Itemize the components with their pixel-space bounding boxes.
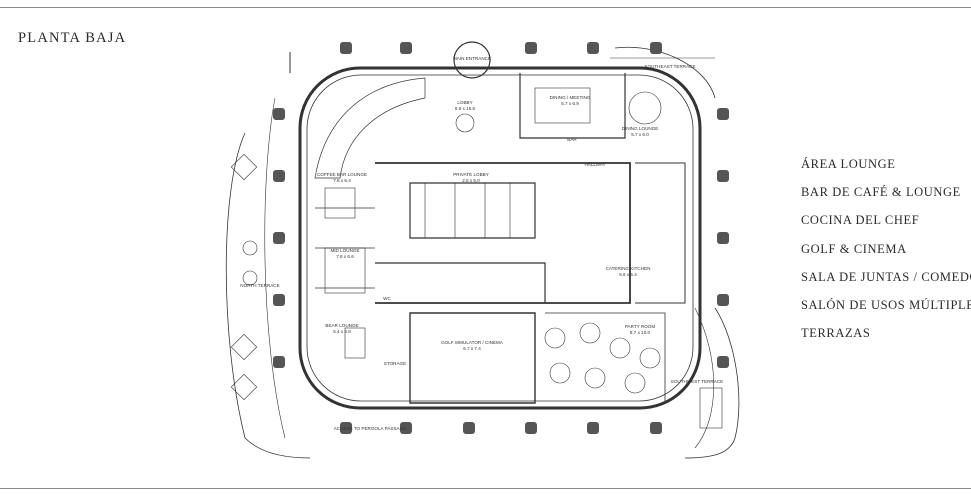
legend-item-terraces: TERRAZAS xyxy=(801,326,871,341)
feature-staircase xyxy=(314,77,426,179)
label-bar: BAR xyxy=(567,137,577,142)
legend-item-lounge: ÁREA LOUNGE xyxy=(801,157,896,171)
label-mid-lounge: MID LOUNGE xyxy=(330,248,359,253)
label-mid-size: 7.8 x 6.6 xyxy=(336,254,354,259)
label-dining-lounge-size: 5.7 x 6.0 xyxy=(631,132,649,137)
terrace-outline xyxy=(225,46,740,459)
floor-plan: MAIN ENTRANCE LOBBY 6.5 x 15.6 DINING / … xyxy=(225,41,740,459)
label-coffee-bar-lounge: COFFEE BAR LOUNGE xyxy=(317,172,367,177)
structural-columns xyxy=(273,42,729,434)
main-entrance-circle xyxy=(453,41,491,79)
label-private-lobby-size: 2.5 x 5.0 xyxy=(462,178,480,183)
legend-item-golf-cinema: GOLF & CINEMA xyxy=(801,241,907,256)
page-title: PLANTA BAJA xyxy=(18,30,127,46)
label-golf-size: 6.7 x 7.4 xyxy=(463,346,481,351)
label-bar-lounge-size: 5.4 x 4.8 xyxy=(333,329,351,334)
label-access-pergola: ACCESS TO PERGOLA PASSAGE xyxy=(334,426,407,431)
legend-item-coffee-bar: BAR DE CAFÉ & LOUNGE xyxy=(801,185,961,200)
label-private-lobby: PRIVATE LOBBY xyxy=(453,172,489,177)
legend-item-chef-kitchen: COCINA DEL CHEF xyxy=(801,213,920,228)
label-bar-lounge: BEAR LOUNGE xyxy=(325,323,358,328)
label-dining-meeting: DINING / MEETING xyxy=(550,95,591,100)
label-party-room: PARTY ROOM xyxy=(625,324,656,329)
label-coffee-size: 7.6 x 6.4 xyxy=(333,178,351,183)
label-party-size: 8.7 x 10.0 xyxy=(630,330,651,335)
label-wc: WC xyxy=(383,296,391,301)
label-catering-kitchen: CATERING KITCHEN xyxy=(606,266,651,271)
legend-item-multipurpose: SALÓN DE USOS MÚLTIPLES xyxy=(801,297,971,312)
bottom-divider xyxy=(0,488,971,489)
label-southwest-terrace: SOUTHWEST TERRACE xyxy=(671,379,723,384)
top-divider xyxy=(0,7,971,8)
label-main-entrance: MAIN ENTRANCE xyxy=(453,56,491,61)
label-dining-lounge: DINING LOUNGE xyxy=(622,126,659,131)
label-storage: STORAGE xyxy=(384,361,406,366)
label-hallway: HALLWAY xyxy=(584,162,605,167)
label-southeast-terrace: SOUTHEAST TERRACE xyxy=(644,64,695,69)
interior-walls xyxy=(315,73,686,404)
label-dining-size: 5.7 x 6.9 xyxy=(561,101,579,106)
amenities-legend: ÁREA LOUNGE BAR DE CAFÉ & LOUNGE COCINA … xyxy=(801,156,971,353)
furniture xyxy=(230,87,723,429)
label-catering-size: 5.6 x 5.4 xyxy=(619,272,637,277)
label-lobby: LOBBY xyxy=(457,100,472,105)
label-lobby-size: 6.5 x 15.6 xyxy=(455,106,476,111)
label-golf-cinema: GOLF SIMULATOR / CINEMA xyxy=(441,340,504,345)
building-outline xyxy=(298,66,702,410)
legend-item-meeting-dining: SALA DE JUNTAS / COMEDOR xyxy=(801,269,971,284)
label-north-terrace: NORTH TERRACE xyxy=(240,283,279,288)
room-labels: MAIN ENTRANCE LOBBY 6.5 x 15.6 DINING / … xyxy=(240,56,723,431)
